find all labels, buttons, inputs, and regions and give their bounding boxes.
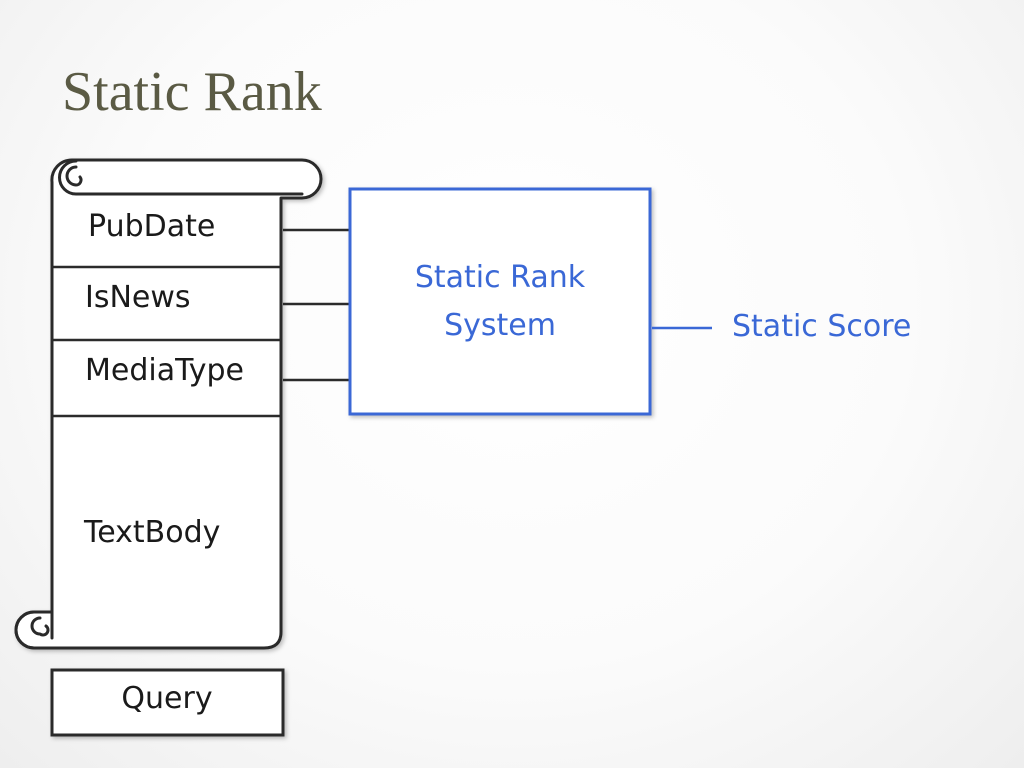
static-score-label: Static Score xyxy=(732,309,912,344)
query-box xyxy=(50,668,285,737)
scroll-row-dividers xyxy=(52,265,281,418)
field-label-isnews: IsNews xyxy=(85,280,191,315)
rank-system-label: Static Rank System xyxy=(352,254,648,350)
field-label-pubdate: PubDate xyxy=(88,209,216,244)
rank-system-box xyxy=(348,187,652,416)
field-label-textbody: TextBody xyxy=(84,515,221,550)
slide-title: Static Rank xyxy=(62,61,322,123)
field-connectors xyxy=(283,228,350,382)
rank-system-label-line1: Static Rank xyxy=(414,260,586,295)
field-label-mediatype: MediaType xyxy=(85,353,245,388)
rank-system-label-line2: System xyxy=(444,308,556,343)
query-label: Query xyxy=(121,681,213,716)
document-scroll-shape xyxy=(14,158,323,650)
